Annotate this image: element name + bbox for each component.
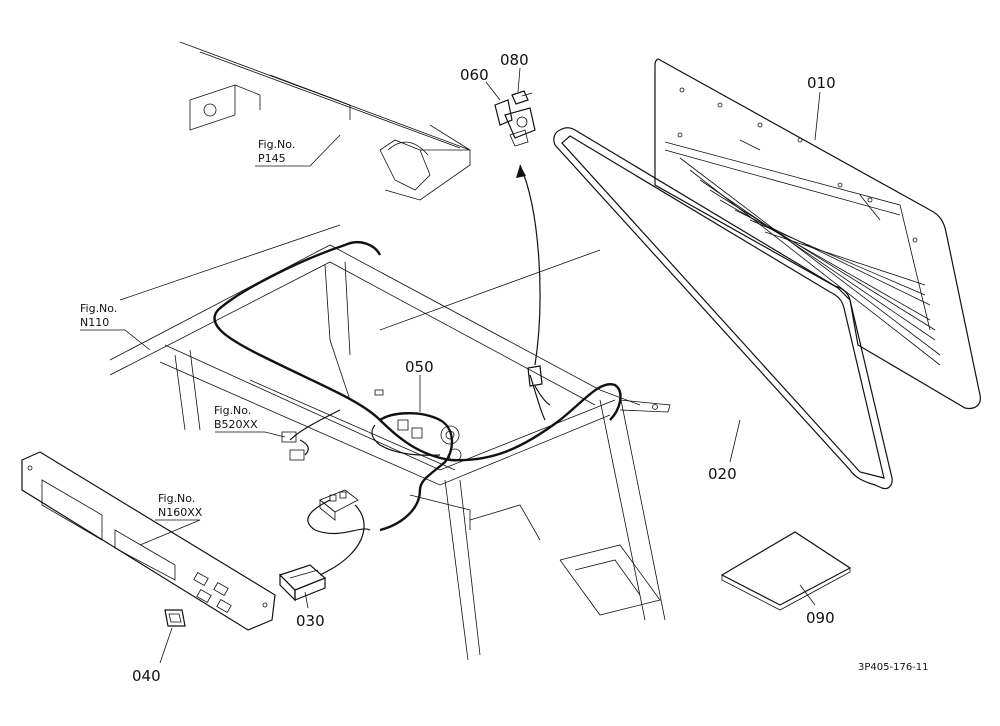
part-020-window-seal (553, 127, 893, 490)
harness-switch-plug (527, 365, 551, 406)
part-090-manual (720, 531, 852, 611)
wire-harness (213, 241, 622, 532)
part-030-switch (278, 564, 327, 602)
label-080: 080 (500, 51, 529, 69)
top-mount-bracket (179, 41, 471, 201)
install-arrow-060 (516, 164, 541, 366)
svg-text:Fig.No.: Fig.No. (258, 138, 295, 151)
svg-text:Fig.No.: Fig.No. (214, 404, 251, 417)
cab-frame (109, 224, 671, 661)
part-010-window-glass (654, 58, 981, 410)
part-040-blank-cover (164, 609, 186, 627)
label-060: 060 (460, 66, 489, 84)
fig-ref-n110: Fig.No. N110 (80, 302, 117, 329)
label-010: 010 (807, 74, 836, 92)
front-panel (21, 451, 276, 631)
part-060-door-switch (494, 99, 536, 147)
svg-text:N160XX: N160XX (158, 506, 203, 519)
svg-text:N110: N110 (80, 316, 109, 329)
svg-text:Fig.No.: Fig.No. (80, 302, 117, 315)
switch-connector (319, 489, 359, 521)
fig-ref-p145: Fig.No. P145 (258, 138, 295, 165)
part-080-screw (511, 90, 533, 105)
svg-text:P145: P145 (258, 152, 286, 165)
leader-lines (80, 67, 821, 664)
harness-connector-b520xx (281, 409, 341, 461)
fig-ref-n160xx: Fig.No. N160XX (158, 492, 203, 519)
label-020: 020 (708, 465, 737, 483)
svg-text:Fig.No.: Fig.No. (158, 492, 195, 505)
switch-wire (307, 499, 371, 576)
drawing-code: 3P405-176-11 (858, 662, 929, 673)
label-050: 050 (405, 358, 434, 376)
fig-ref-b520xx: Fig.No. B520XX (214, 404, 258, 431)
label-090: 090 (806, 609, 835, 627)
label-030: 030 (296, 612, 325, 630)
svg-text:B520XX: B520XX (214, 418, 258, 431)
label-040: 040 (132, 667, 161, 685)
